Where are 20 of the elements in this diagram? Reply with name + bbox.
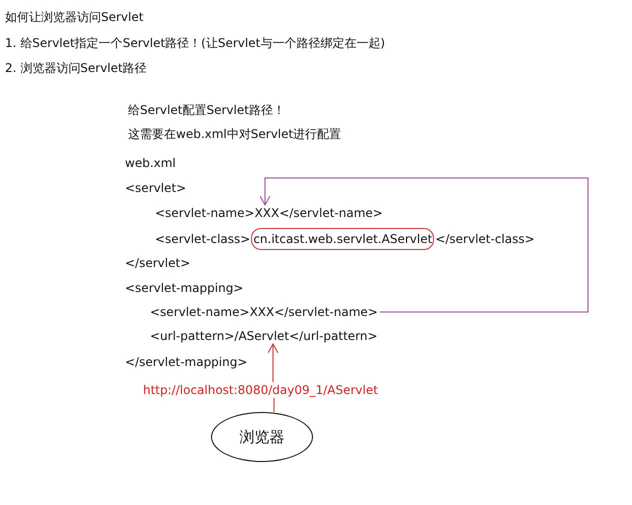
url-text: http://localhost:8080/day09_1/AServlet [143,382,378,398]
code-line: <servlet-name>XXX</servlet-name> [155,205,383,221]
browser-ellipse: 浏览器 [211,412,313,462]
step-text: 1. 给Servlet指定一个Servlet路径！(让Servlet与一个路径绑定在一起) [5,35,385,51]
circled-class-name: cn.itcast.web.servlet.AServlet [251,228,434,250]
code-line: <servlet-name>XXX</servlet-name> [150,304,378,320]
step-text: 2. 浏览器访问Servlet路径 [5,60,147,76]
file-name: web.xml [125,155,176,171]
arrow [260,178,588,312]
code-line: </servlet> [125,255,190,271]
code-line: <servlet-mapping> [125,280,244,296]
code-line: </servlet-class> [435,231,535,247]
arrow [268,344,278,382]
code-line: <servlet-class> [155,231,250,247]
code-line: <servlet> [125,180,186,196]
code-line: <url-pattern>/AServlet</url-pattern> [150,328,378,344]
heading-text: 如何让浏览器访问Servlet [5,9,144,25]
note-text: 给Servlet配置Servlet路径！ [128,102,285,118]
code-line: </servlet-mapping> [125,354,248,370]
note-text: 这需要在web.xml中对Servlet进行配置 [128,126,342,142]
